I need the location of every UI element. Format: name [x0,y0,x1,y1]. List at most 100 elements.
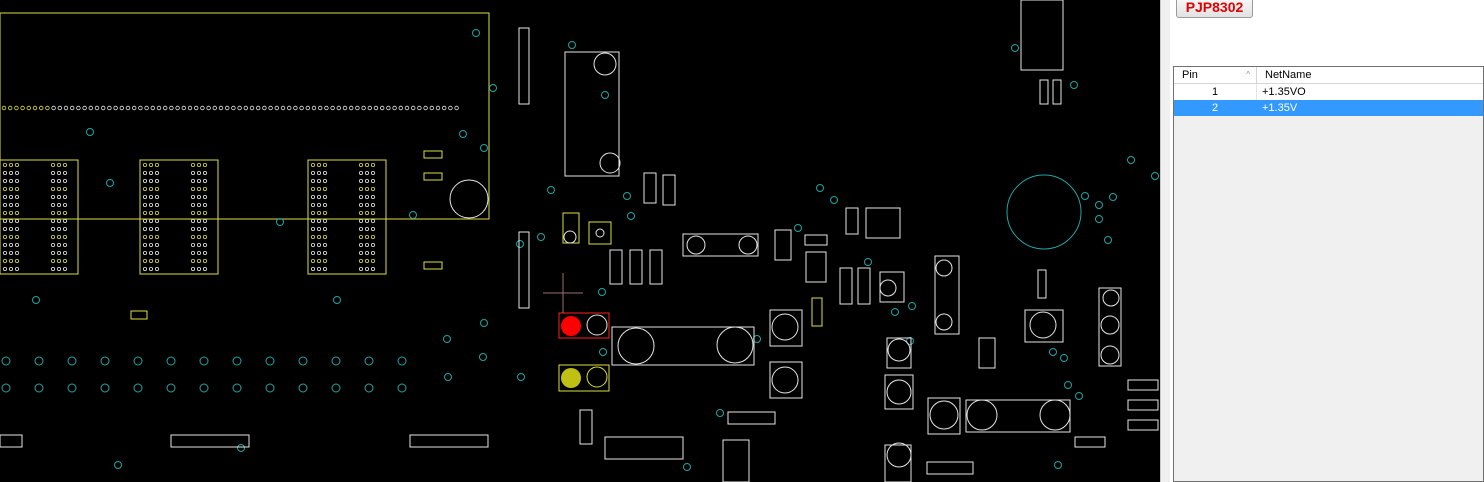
ball-pad [51,266,56,271]
connector-pad [94,105,100,111]
component-info-panel: PJP8302 Pin ^ NetName 1 +1.35VO 2 +1.35V [1170,0,1484,482]
via [232,356,242,366]
via [1049,348,1057,356]
connector-pad [206,105,211,111]
component-outline [409,434,489,448]
component-outline [857,267,871,305]
connector-pad [144,105,149,111]
ball-pad [14,186,19,191]
ball-pad [8,186,13,191]
ball-pad [14,266,19,271]
ball-pad [370,162,375,167]
via [891,308,899,316]
ball-pad [142,242,147,247]
via [32,296,40,304]
ball-pad [316,162,321,167]
ball-pad [364,162,369,167]
connector-pad [26,105,31,111]
pad-1-selected[interactable] [561,316,581,336]
highlighted-component-jp[interactable] [558,364,610,392]
ball-pad [51,218,56,223]
component-outline [1020,0,1064,71]
dimm-connector-outline [0,12,490,220]
column-header-pin[interactable]: Pin ^ [1174,67,1257,83]
connector-pad [305,105,310,111]
connector-pad [69,105,75,111]
via [864,258,872,266]
component-outline [811,297,823,327]
ball-pad [154,194,159,199]
via [237,444,245,452]
connector-pad [373,105,379,111]
connector-pad [435,105,441,111]
via [364,383,374,393]
connector-pad [131,105,137,111]
pad-2[interactable] [586,314,608,336]
ball-pad [63,186,68,191]
via-field [1,29,1159,471]
ball-pad [316,194,321,199]
ball-pad [190,250,195,255]
connector-pad [398,105,403,111]
component-outline [845,207,859,235]
ball-pad [142,210,147,215]
via [1054,461,1062,469]
ball-pad [148,226,153,231]
ball-pad [154,250,159,255]
ball-pad [3,162,8,167]
via [1081,192,1089,200]
connector-pad [1,105,7,111]
ball-pad [322,242,327,247]
pad-circle [935,259,953,277]
selected-component-pjp8302[interactable] [558,312,610,339]
connector-pad [181,105,186,111]
component-designator-button[interactable]: PJP8302 [1176,0,1253,18]
component-outline [884,374,914,410]
ball-pad [358,258,363,263]
ball-pad [364,170,369,175]
pcb-board-view[interactable] [0,0,1160,482]
crosshair-cursor [543,273,583,313]
table-row[interactable]: 1 +1.35VO [1174,84,1483,100]
pad-circle [617,327,655,365]
pin-cell: 2 [1174,100,1257,116]
ball-pad [51,242,56,247]
connector-pad [51,105,56,111]
connector-pad [355,105,360,111]
ball-pad [364,178,369,183]
pad-circle [1029,311,1057,339]
pad-circle [686,235,706,255]
component-outline [423,150,443,159]
via [409,211,417,219]
connector-pad [361,105,366,111]
connector-pad [262,105,267,111]
connector-pad [311,105,317,111]
component-outline [629,249,643,285]
ball-pad [316,242,321,247]
connector-pad [187,105,193,111]
pin-net-table[interactable]: Pin ^ NetName 1 +1.35VO 2 +1.35V [1173,66,1484,482]
connector-pad [113,105,118,111]
table-row-selected[interactable]: 2 +1.35V [1174,100,1483,116]
ball-pad [364,194,369,199]
component-outline [1024,309,1064,343]
panel-splitter[interactable] [1160,0,1170,482]
ball-pad [322,218,327,223]
pad-circle [887,338,911,362]
ball-pad [196,226,201,231]
ball-pad [63,226,68,231]
via [333,296,341,304]
ball-pad [154,202,159,207]
ball-pad [310,210,315,215]
ball-pad [322,210,327,215]
ball-pad [142,258,147,263]
column-header-netname[interactable]: NetName [1265,69,1312,81]
net-cell: +1.35V [1262,102,1298,114]
ball-pad [202,266,207,271]
ball-pad [57,210,62,215]
ball-pad [51,186,56,191]
connector-pad [169,105,174,111]
via [1,383,11,393]
pad-circle [738,235,758,255]
ball-pad [310,218,315,223]
